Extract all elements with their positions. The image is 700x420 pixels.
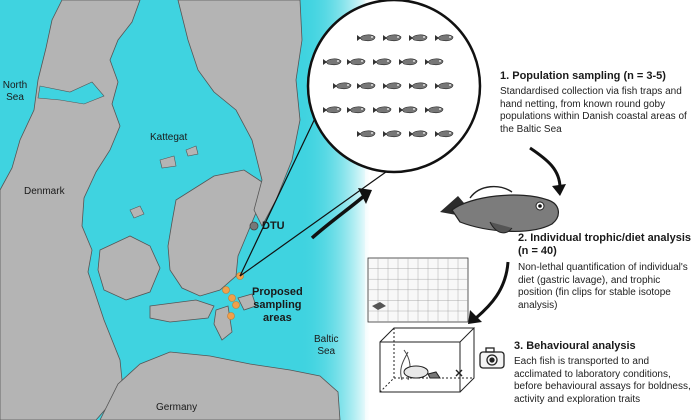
sweden-landmass	[177, 0, 303, 227]
fish-icon	[357, 130, 376, 138]
flow-arrow	[310, 194, 366, 240]
kattegat-label: Kattegat	[150, 132, 188, 143]
mon-island	[237, 293, 257, 311]
falster-island	[213, 305, 233, 341]
fish-icon	[409, 34, 428, 42]
fish-icon	[323, 58, 342, 66]
denmark-label: Denmark	[24, 186, 65, 197]
camera-icon	[479, 347, 505, 369]
step-3-body: Each fish is transported to and acclimat…	[514, 356, 691, 405]
germany-landmass	[99, 351, 341, 420]
fish-icon	[347, 58, 366, 66]
step-3: 3. Behavioural analysis Each fish is tra…	[514, 340, 698, 406]
fish-icon	[399, 58, 418, 66]
fish-icon	[383, 130, 402, 138]
sampling-areas-label: Proposed sampling areas	[252, 286, 303, 324]
fish-grid	[323, 34, 454, 138]
zealand-island	[167, 169, 263, 297]
fish-icon	[323, 106, 342, 114]
fish-icon	[425, 106, 444, 114]
fish-icon	[347, 106, 366, 114]
step-3-title: 3. Behavioural analysis	[514, 340, 636, 352]
fish-icon	[383, 82, 402, 90]
fish-icon	[383, 34, 402, 42]
zoom-line	[239, 111, 319, 277]
germany-label: Germany	[156, 402, 198, 413]
fish-icon	[435, 34, 454, 42]
sampling-site	[222, 286, 230, 294]
dtu-label: DTU	[262, 220, 285, 232]
step-2: 2. Individual trophic/diet analysis (n =…	[518, 232, 696, 312]
dtu-marker	[249, 221, 259, 231]
step-2-body: Non-lethal quantification of individual'…	[518, 262, 688, 311]
diet-grid-chart	[367, 257, 469, 323]
fish-icon	[409, 82, 428, 90]
fish-icon	[425, 58, 444, 66]
x-marker-icon	[455, 369, 463, 377]
jutland-landmass	[0, 0, 141, 420]
step-1: 1. Population sampling (n = 3-5) Standar…	[500, 70, 696, 136]
step-1-body: Standardised collection via fish traps a…	[500, 86, 687, 135]
fish-icon	[373, 58, 392, 66]
north-sea-label: North Sea	[2, 80, 28, 103]
fish-icon	[373, 106, 392, 114]
sampling-site	[227, 312, 235, 320]
fish-icon	[435, 130, 454, 138]
lolland-island	[149, 299, 215, 323]
fish-icon	[409, 130, 428, 138]
round-goby-fish-icon	[440, 185, 559, 234]
fish-icon	[435, 82, 454, 90]
flow-arrow	[529, 146, 562, 189]
flow-arrow	[475, 261, 510, 320]
funen-island	[97, 235, 161, 301]
fish-icon	[399, 106, 418, 114]
behaviour-tank	[379, 327, 476, 393]
step-2-title: 2. Individual trophic/diet analysis (n =…	[518, 232, 691, 257]
sampling-site	[232, 301, 240, 309]
fish-icon	[357, 82, 376, 90]
baltic-sea-label: Baltic Sea	[314, 334, 339, 357]
fish-icon	[357, 34, 376, 42]
sampling-site	[228, 294, 236, 302]
step-1-title: 1. Population sampling (n = 3-5)	[500, 70, 666, 82]
fish-icon	[333, 82, 352, 90]
